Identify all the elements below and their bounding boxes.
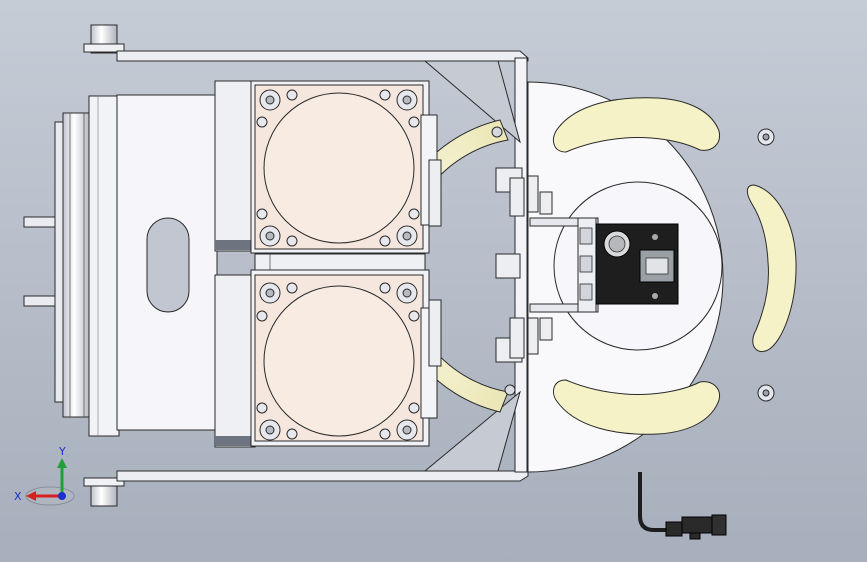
lower-motor-screws	[256, 282, 420, 441]
upper-motor-screws	[256, 89, 420, 247]
z-axis-marker	[58, 492, 66, 500]
kidney-slot-bottom	[553, 379, 721, 435]
motor-divider	[254, 253, 426, 271]
ring-screw-upper	[491, 126, 503, 138]
oblong-slot	[146, 217, 190, 313]
flange-ring	[62, 112, 92, 418]
stud-lower	[23, 295, 59, 307]
left-flange-assembly[interactable]	[23, 24, 125, 507]
standoff-bolts	[495, 167, 553, 363]
lower-motor-face	[263, 285, 415, 437]
upper-motor[interactable]	[214, 80, 442, 254]
kidney-slot-top	[553, 97, 721, 153]
coordinate-triad: Y X	[14, 445, 75, 506]
connector-module[interactable]	[595, 223, 679, 305]
lower-motor[interactable]	[214, 269, 442, 448]
stud-upper	[23, 216, 59, 228]
rear-housing-plate[interactable]	[116, 94, 218, 431]
sensor-bracket[interactable]	[529, 217, 599, 313]
flange-block	[88, 95, 120, 437]
disc-screws	[757, 128, 775, 402]
ring-screw-lower	[504, 384, 516, 396]
lower-gusset	[423, 390, 521, 472]
y-axis-label: Y	[58, 445, 66, 458]
kidney-slot-right	[746, 184, 797, 352]
upper-motor-face	[263, 92, 415, 244]
sensor-cable[interactable]	[638, 472, 727, 540]
x-axis-label: X	[14, 490, 22, 503]
